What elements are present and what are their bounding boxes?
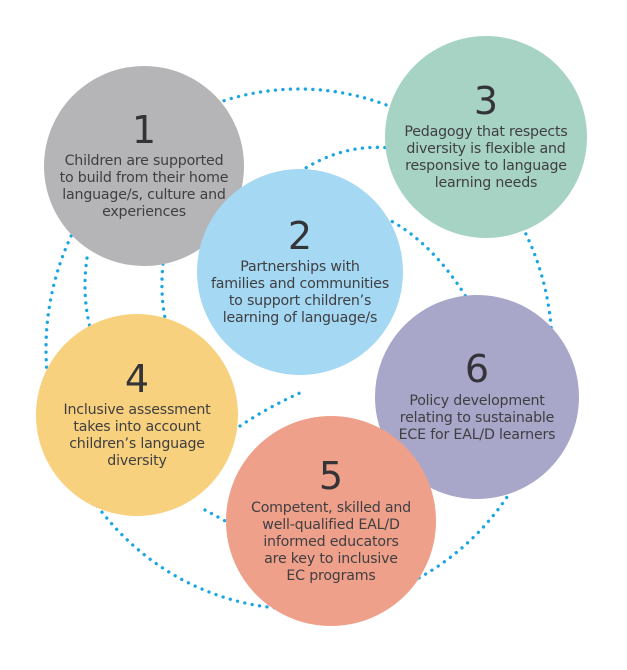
node-circle-5: 5 Competent, skilled and well-qualified …: [226, 416, 436, 626]
dotted-arc-2-6: [370, 210, 470, 302]
node-number: 3: [473, 78, 499, 123]
dotted-arc-4-2: [238, 390, 304, 428]
node-number: 6: [464, 347, 490, 392]
dotted-arc-1-4-inner: [83, 256, 95, 340]
node-circle-3: 3 Pedagogy that respects diversity is fl…: [385, 36, 587, 238]
node-number: 2: [287, 213, 313, 258]
node-number: 4: [124, 356, 150, 401]
node-text: Competent, skilled and well-qualified EA…: [251, 499, 411, 584]
node-circle-4: 4 Inclusive assessment takes into accoun…: [36, 314, 238, 516]
node-text: Policy development relating to sustainab…: [398, 392, 556, 443]
node-text: Children are supported to build from the…: [59, 153, 229, 221]
node-circle-2: 2 Partnerships with families and communi…: [197, 169, 403, 375]
node-number: 5: [318, 454, 344, 499]
node-text: Pedagogy that respects diversity is flex…: [404, 124, 568, 192]
node-text: Partnerships with families and communiti…: [210, 259, 390, 327]
node-number: 1: [131, 107, 157, 152]
node-text: Inclusive assessment takes into account …: [63, 402, 211, 470]
